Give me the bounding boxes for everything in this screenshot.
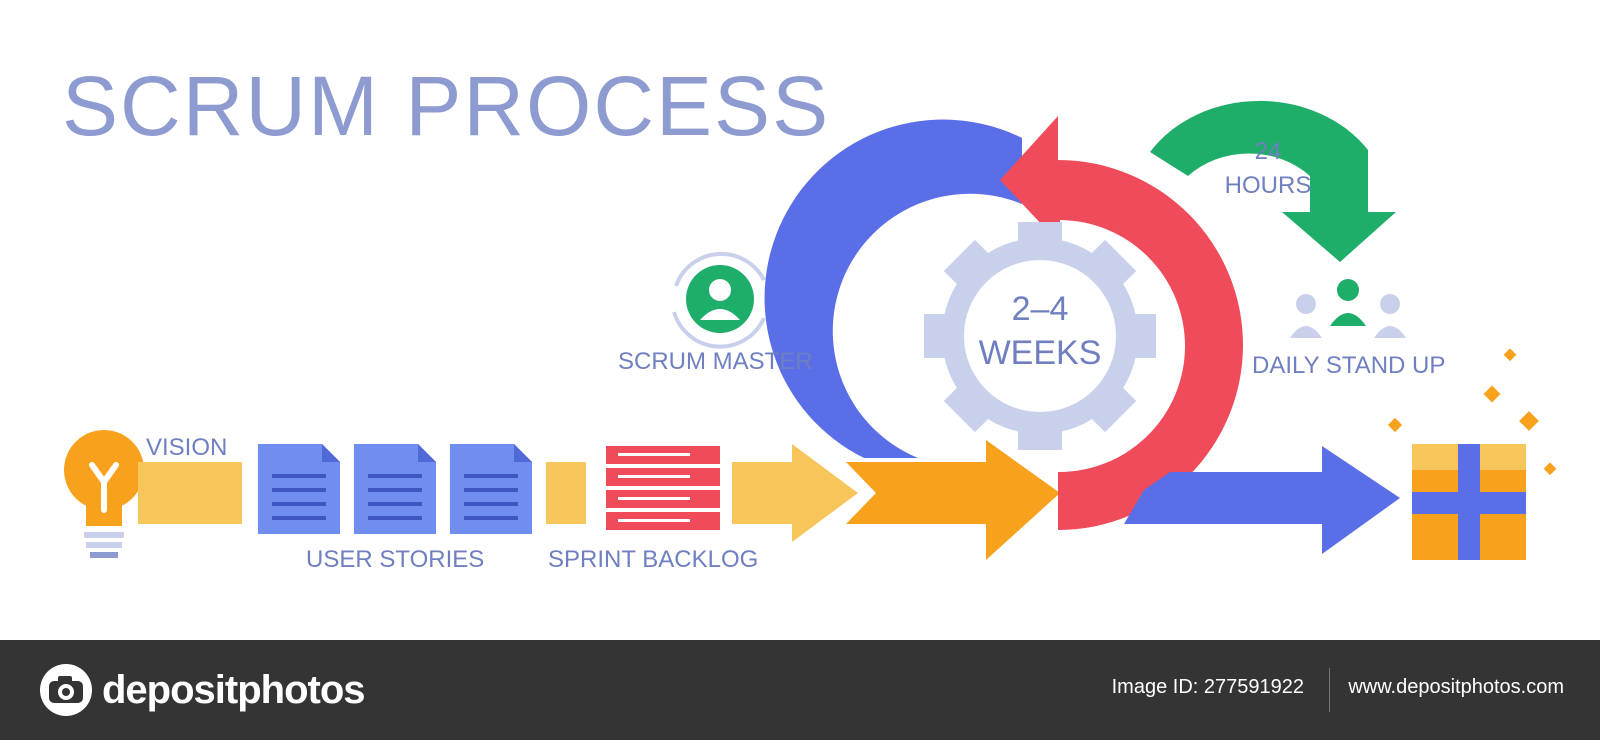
stories-connector: [546, 462, 586, 524]
brand-name: depositphotos: [102, 667, 366, 712]
document-icon: [258, 444, 340, 534]
daily-hours-number: 24: [1254, 138, 1282, 165]
document-icon: [354, 444, 436, 534]
sprint-duration-unit: WEEKS: [978, 334, 1102, 372]
user-avatar-icon: [672, 251, 766, 349]
cycle-arrow-blue: [764, 119, 1022, 458]
daily-cycle-arrow: [1150, 100, 1396, 262]
lightbulb-icon: [64, 430, 144, 558]
sprint-arrow: [846, 440, 1060, 560]
vision-bar: [138, 462, 242, 524]
website-link[interactable]: www.depositphotos.com: [1348, 676, 1564, 698]
backlog-icon: [606, 446, 720, 530]
document-icon: [450, 444, 532, 534]
footer-divider: [1329, 668, 1330, 712]
sprint-backlog-label: SPRINT BACKLOG: [548, 546, 759, 573]
vision-label: VISION: [146, 434, 228, 461]
daily-hours-unit: HOURS: [1224, 172, 1312, 199]
user-stories-label: USER STORIES: [306, 546, 485, 573]
page-title: SCRUM PROCESS: [62, 59, 831, 153]
scrum-process-diagram: SCRUM PROCESS VISION USER STORIES SPRINT…: [62, 59, 1557, 573]
brand[interactable]: depositphotos: [40, 664, 366, 716]
image-id: Image ID: 277591922: [1111, 676, 1304, 698]
delivery-arrow: [1124, 446, 1400, 554]
gift-box-icon: [1412, 444, 1526, 560]
sprint-arrow: [732, 444, 858, 542]
team-icon: [1290, 279, 1406, 338]
sprint-duration-number: 2–4: [1011, 290, 1069, 328]
scrum-master-label: SCRUM MASTER: [618, 348, 813, 375]
daily-standup-label: DAILY STAND UP: [1252, 352, 1446, 379]
gear-icon: [924, 222, 1156, 450]
cycle-arrow-red: [1000, 116, 1243, 530]
footer-bar: depositphotos Image ID: 277591922 www.de…: [0, 640, 1600, 740]
camera-icon: [40, 664, 92, 716]
diagram-canvas: [64, 100, 1557, 560]
